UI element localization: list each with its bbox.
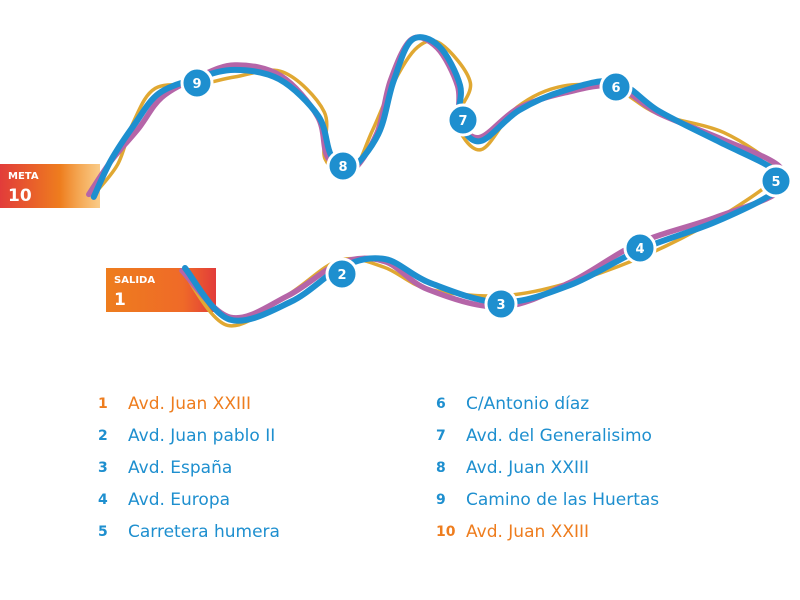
legend-item-2: 2 Avd. Juan pablo II (98, 420, 280, 452)
legend-item-street: Avd. Europa (128, 490, 231, 510)
km-marker-3: 3 (484, 287, 518, 321)
legend-item-street: Avd. Juan XXIII (466, 458, 590, 478)
km-marker-4: 4 (623, 231, 657, 265)
legend-item-number: 9 (436, 492, 446, 508)
km-markers: 2 3 4 5 6 7 8 9 (180, 66, 793, 321)
legend-item-street: Avd. Juan pablo II (128, 426, 276, 446)
legend-item-9: 9 Camino de las Huertas (436, 484, 659, 516)
legend-item-3: 3 Avd. España (98, 452, 280, 484)
legend-item-10: 10 Avd. Juan XXIII (436, 516, 659, 548)
km-marker-9-label: 9 (192, 77, 201, 92)
route-strand-blue (90, 34, 787, 324)
flag-meta-title: META (8, 171, 39, 182)
legend-item-7: 7 Avd. del Generalisimo (436, 420, 659, 452)
route-strands (86, 34, 789, 328)
legend-item-number: 7 (436, 428, 446, 444)
km-marker-8-label: 8 (338, 160, 347, 175)
flag-salida-title: SALIDA (114, 275, 155, 286)
km-marker-3-label: 3 (496, 298, 505, 313)
legend-item-number: 6 (436, 396, 446, 412)
legend-item-1: 1 Avd. Juan XXIII (98, 388, 280, 420)
km-marker-6-label: 6 (611, 81, 620, 96)
legend-item-number: 2 (98, 428, 108, 444)
route-map: META 10 SALIDA 1 2 3 4 5 6 7 8 9 (0, 34, 793, 328)
legend-item-5: 5 Carretera humera (98, 516, 280, 548)
legend-item-number: 3 (98, 460, 108, 476)
km-marker-2-label: 2 (337, 268, 346, 283)
flag-meta: META 10 (0, 164, 100, 208)
km-marker-6: 6 (599, 70, 633, 104)
legend-item-4: 4 Avd. Europa (98, 484, 280, 516)
legend-item-number: 1 (98, 396, 108, 412)
legend-item-street: Carretera humera (128, 522, 280, 542)
km-marker-9: 9 (180, 66, 214, 100)
legend-item-number: 5 (98, 524, 108, 540)
legend-item-street: Avd. Juan XXIII (466, 522, 590, 542)
legend-item-number: 4 (98, 492, 108, 508)
legend-item-street: Avd. del Generalisimo (466, 426, 652, 446)
km-marker-8: 8 (326, 149, 360, 183)
km-marker-4-label: 4 (635, 242, 644, 257)
km-marker-5-label: 5 (771, 175, 780, 190)
km-marker-2: 2 (325, 257, 359, 291)
legend-item-6: 6 C/Antonio díaz (436, 388, 659, 420)
legend-right-column: 6 C/Antonio díaz 7 Avd. del Generalisimo 8… (436, 388, 659, 548)
flag-salida-number: 1 (114, 290, 126, 310)
flag-meta-bg (0, 164, 100, 208)
legend-item-street: Camino de las Huertas (466, 490, 660, 510)
km-marker-7-label: 7 (458, 114, 467, 129)
flag-meta-number: 10 (8, 186, 32, 206)
legend-item-number: 8 (436, 460, 446, 476)
legend-item-street: Avd. España (128, 458, 233, 478)
km-marker-5: 5 (759, 164, 793, 198)
legend-item-number: 10 (436, 524, 456, 540)
legend-item-street: Avd. Juan XXIII (128, 394, 252, 414)
legend-item-8: 8 Avd. Juan XXIII (436, 452, 659, 484)
km-marker-7: 7 (446, 103, 480, 137)
legend-item-street: C/Antonio díaz (466, 394, 590, 414)
